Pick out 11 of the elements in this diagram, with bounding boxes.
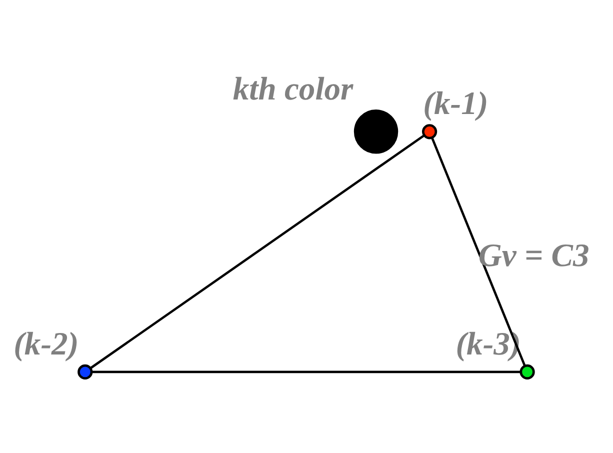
node-circle [78,364,93,380]
node-circle [422,124,438,140]
node-circle [354,110,398,154]
connector [92,370,520,374]
connector [90,134,425,369]
node-label: kth color [232,72,354,108]
node-circle [520,364,535,380]
node-label: (k-1) [423,86,488,122]
connector [430,137,526,366]
node-label: (k-2) [14,326,79,362]
label: Gv = C3 [478,238,590,274]
